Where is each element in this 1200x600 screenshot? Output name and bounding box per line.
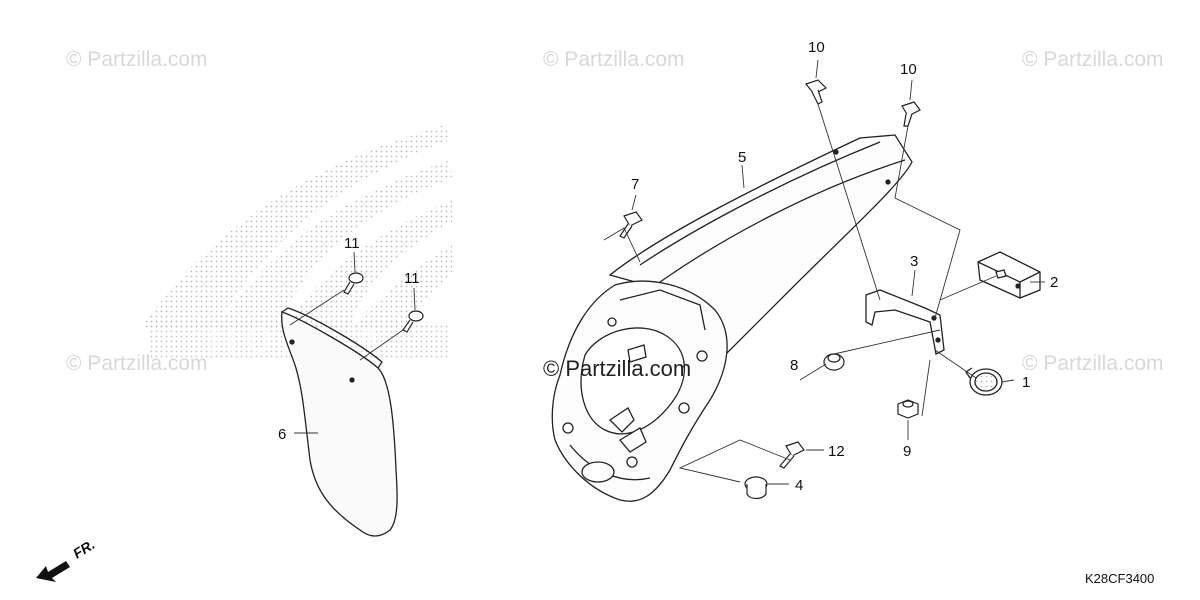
callout-7: 7: [631, 176, 639, 193]
callout-10-right: 10: [900, 61, 917, 78]
part-11-screw-lower: [402, 310, 424, 333]
callout-5: 5: [738, 149, 746, 166]
part-12-bolt: [779, 441, 805, 469]
watermark-top-center: © Partzilla.com: [543, 48, 685, 71]
part-10-bolt-right: [901, 101, 921, 127]
callout-1: 1: [1022, 374, 1030, 391]
watermark-top-right: © Partzilla.com: [1022, 48, 1164, 71]
part-2-reflector: [977, 251, 1041, 299]
part-4-collar: [744, 476, 768, 500]
watermark-top-left: © Partzilla.com: [66, 48, 208, 71]
callout-8: 8: [790, 357, 798, 374]
watermark-middle-right: © Partzilla.com: [1022, 352, 1164, 375]
watermark-center: © Partzilla.com: [543, 356, 692, 381]
callout-11-lower: 11: [404, 270, 420, 287]
callout-10-left: 10: [808, 39, 825, 56]
callout-3: 3: [910, 253, 918, 270]
callout-12: 12: [828, 443, 845, 460]
part-10-bolt-left: [804, 79, 828, 105]
part-9-nut: [897, 399, 919, 419]
callout-labels: 1 2 3 4 5 6 7 8 9 10 10 11 11 12: [278, 39, 1058, 494]
callout-6: 6: [278, 426, 286, 443]
watermark-middle-left: © Partzilla.com: [66, 352, 208, 375]
front-direction-arrow: [36, 561, 70, 582]
part-7-bolt: [619, 211, 643, 239]
part-5-rear-fender: [551, 134, 913, 502]
part-3-bracket: [865, 289, 945, 355]
part-11-screw-upper: [343, 272, 364, 295]
part-8-grommet: [823, 353, 845, 371]
callout-11-upper: 11: [344, 235, 360, 252]
part-6-side-cover: [281, 307, 398, 537]
honda-wing-logo: [140, 125, 452, 330]
callout-9: 9: [903, 443, 911, 460]
callout-2: 2: [1050, 274, 1058, 291]
part-1-round-reflector: [965, 367, 1003, 396]
diagram-code: K28CF3400: [1085, 571, 1155, 586]
callout-4: 4: [795, 477, 803, 494]
leader-lines: [289, 59, 1045, 485]
